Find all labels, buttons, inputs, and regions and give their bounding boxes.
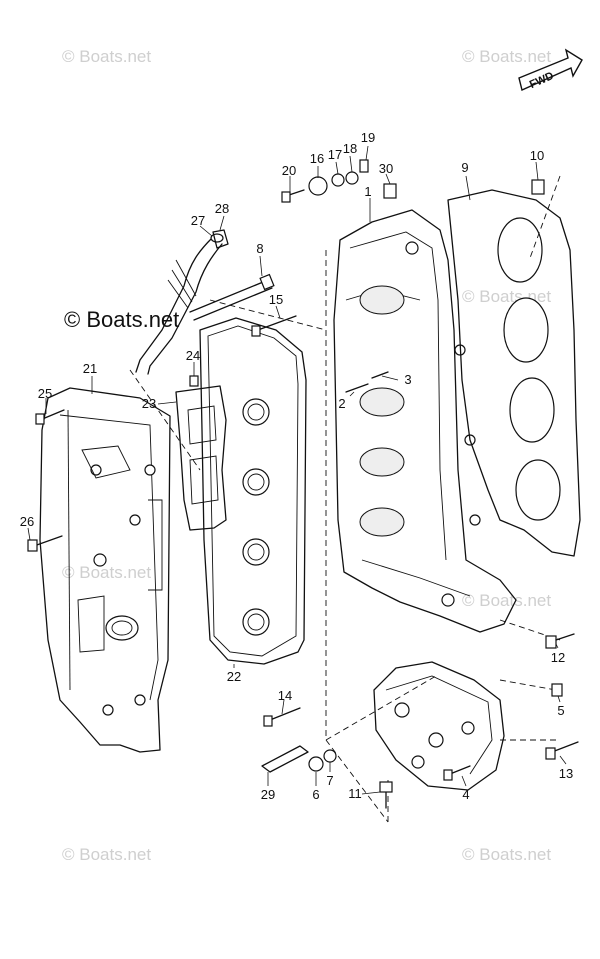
callout-6: 6 <box>312 787 319 802</box>
timing-cover-part <box>373 661 505 791</box>
callout-24: 24 <box>186 348 200 363</box>
callout-8: 8 <box>256 241 263 256</box>
head-gasket-part <box>447 189 581 557</box>
callout-7: 7 <box>326 773 333 788</box>
callout-12: 12 <box>551 650 565 665</box>
callout-17: 17 <box>328 147 342 162</box>
callout-13: 13 <box>559 766 573 781</box>
callout-9: 9 <box>461 160 468 175</box>
callout-5: 5 <box>557 703 564 718</box>
callout-21: 21 <box>83 361 97 376</box>
callout-28: 28 <box>215 201 229 216</box>
leader-lines <box>27 145 567 795</box>
watermark-lower-right: © Boats.net <box>462 591 551 610</box>
callout-14: 14 <box>278 688 292 703</box>
watermark-bottom-left: © Boats.net <box>62 845 151 864</box>
watermark-top-left: © Boats.net <box>62 47 151 66</box>
cover-gasket-part <box>199 317 307 665</box>
callout-25: 25 <box>38 386 52 401</box>
callout-4: 4 <box>462 787 469 802</box>
callout-11: 11 <box>348 786 362 801</box>
callout-27: 27 <box>191 213 205 228</box>
callout-18: 18 <box>343 141 357 156</box>
callout-2: 2 <box>338 396 345 411</box>
callout-22: 22 <box>227 669 241 684</box>
callout-15: 15 <box>269 292 283 307</box>
assembly-lines <box>129 175 561 823</box>
callout-20: 20 <box>282 163 296 178</box>
cylinder-head-part <box>333 209 517 633</box>
callout-23: 23 <box>142 396 156 411</box>
hardware-parts <box>27 159 579 809</box>
callout-29: 29 <box>261 787 275 802</box>
watermark-top-right: © Boats.net <box>462 47 551 66</box>
head-cover-part <box>39 387 171 753</box>
watermark-mid-center: © Boats.net <box>62 563 151 582</box>
watermark-main: © Boats.net <box>64 307 179 332</box>
watermark-bottom-right: © Boats.net <box>462 845 551 864</box>
callout-3: 3 <box>404 372 411 387</box>
callout-10: 10 <box>530 148 544 163</box>
callout-26: 26 <box>20 514 34 529</box>
callout-1: 1 <box>364 184 371 199</box>
clip-part <box>212 229 229 249</box>
callout-16: 16 <box>310 151 324 166</box>
gasket-plate-part <box>175 385 227 531</box>
callout-30: 30 <box>379 161 393 176</box>
callout-19: 19 <box>361 130 375 145</box>
